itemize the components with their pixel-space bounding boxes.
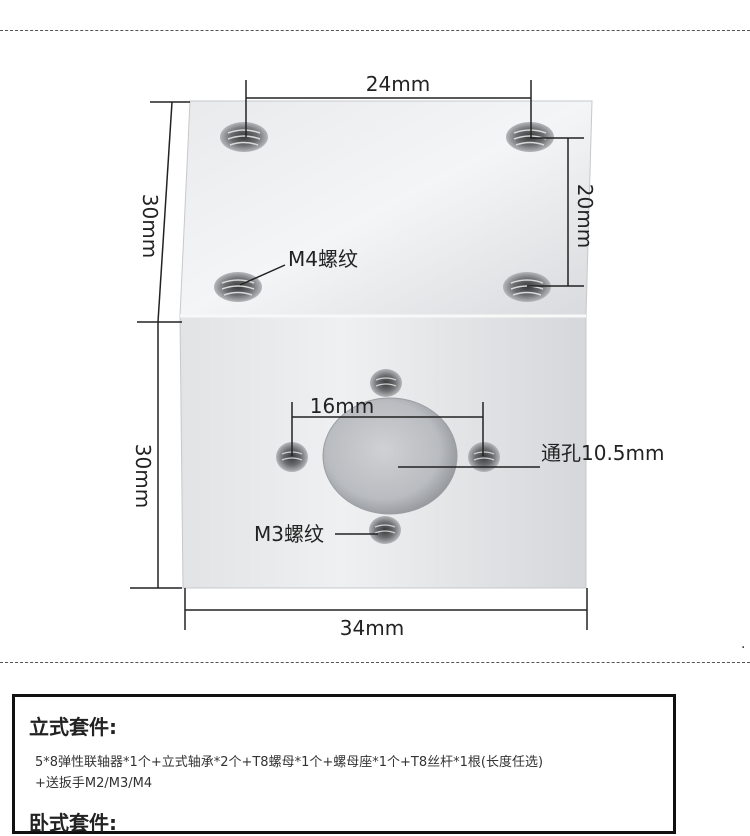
callout-m4-thread: M4螺纹: [288, 247, 358, 271]
through-bore: [322, 397, 458, 515]
m3-hole-bottom: [369, 516, 401, 544]
m4-hole-top-left: [220, 122, 268, 152]
bottom-dashed-divider: [0, 662, 750, 663]
leader-m4: [239, 264, 286, 286]
product-diagram: 24mm 20mm 30mm 30mm 34mm 16mm M4螺纹 M3螺纹 …: [130, 72, 745, 652]
vertical-kit-extras: +送扳手M2/M3/M4: [35, 776, 153, 791]
m3-hole-right: [468, 442, 500, 472]
m4-hole-bottom-left: [214, 272, 262, 302]
m3-hole-top: [370, 369, 402, 397]
callout-m3-thread: M3螺纹: [254, 522, 324, 546]
dim-label-30mm-upper: 30mm: [138, 194, 162, 258]
dim-label-24mm: 24mm: [366, 72, 430, 96]
dim-label-16mm: 16mm: [310, 394, 374, 418]
m4-hole-top-right: [506, 122, 554, 152]
kit-info-box: 立式套件: 5*8弹性联轴器*1个+立式轴承*2个+T8螺母*1个+螺母座*1个…: [12, 694, 676, 835]
dim-label-30mm-lower: 30mm: [131, 444, 155, 508]
callout-through-hole: 通孔10.5mm: [541, 441, 665, 465]
vertical-kit-title: 立式套件:: [29, 715, 117, 739]
stray-mark: .: [741, 636, 745, 652]
dim-label-20mm: 20mm: [573, 184, 597, 248]
dim-label-34mm: 34mm: [340, 616, 404, 640]
horizontal-kit-title: 卧式套件:: [29, 811, 117, 835]
m4-hole-bottom-right: [503, 272, 551, 302]
top-dashed-divider: [0, 30, 750, 31]
vertical-kit-contents: 5*8弹性联轴器*1个+立式轴承*2个+T8螺母*1个+螺母座*1个+T8丝杆*…: [35, 755, 544, 770]
dim-30-upper-line: [157, 101, 173, 323]
